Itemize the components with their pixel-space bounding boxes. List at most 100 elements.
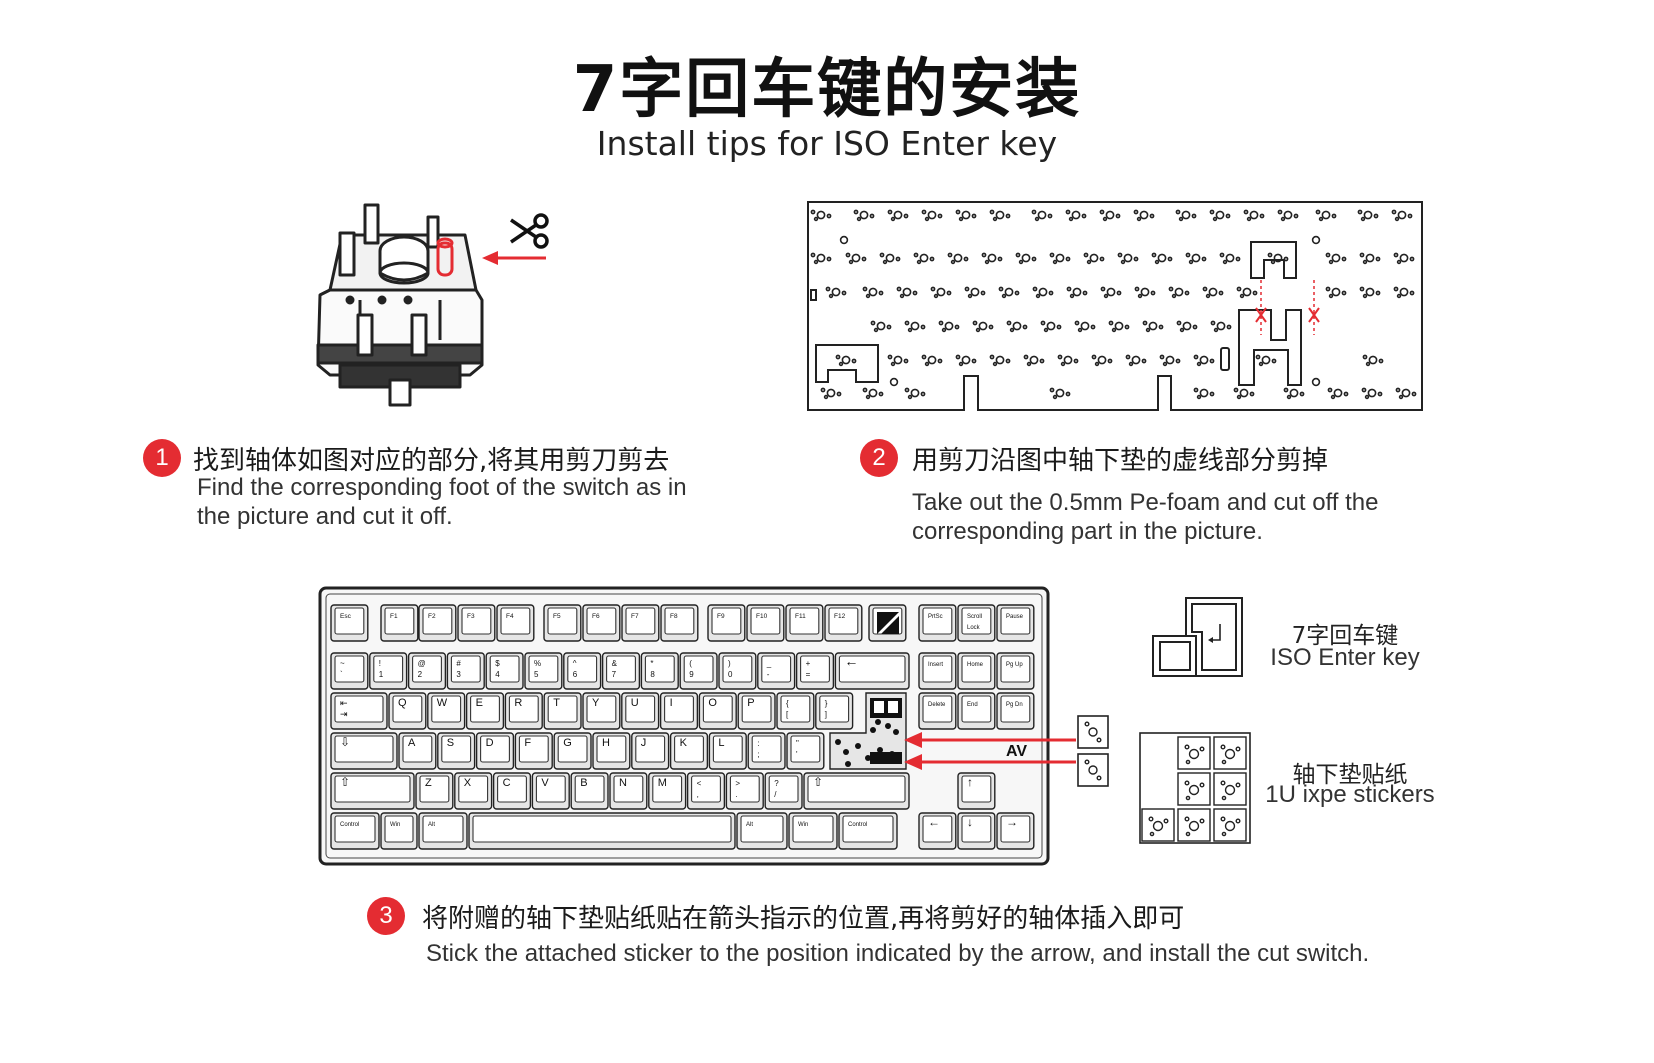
foam-switch-hole [1065,209,1087,222]
key-label: F5 [553,613,561,620]
key-f8: F8 [660,604,699,642]
switch-illustration [316,203,484,407]
foam-switch-hole [981,252,1003,265]
scissors-icon [510,213,549,249]
key-punct: :; [747,732,786,770]
key-label: 5 [534,670,539,679]
key-u: U [621,692,660,730]
key-label: ` [340,670,343,679]
key-label: ⇧ [340,775,350,789]
foam-switch-hole [921,209,943,222]
key-1: !1 [369,652,408,690]
foam-switch-hole [1125,354,1147,367]
foam-switch-hole [1091,354,1113,367]
foam-switch-hole [1327,387,1349,400]
key-label: " [796,739,799,748]
key-punct: "' [786,732,825,770]
sticker-cell [1177,736,1211,770]
key-label: { [786,699,789,708]
key-arrow-up: ↑ [957,772,996,810]
arrow-left-icon [482,251,546,265]
foam-switch-hole [1133,209,1155,222]
key-label: Pg Up [1006,662,1023,668]
foam-switch-hole [1255,354,1277,367]
key-label: < [697,779,702,788]
key-label: U [631,697,639,709]
foam-switch-hole [862,286,884,299]
key-label: G [563,737,572,749]
key-label: Win [798,822,808,828]
key-right-win: Win [788,812,838,850]
key-label: , [697,790,699,799]
foam-switch-hole [810,252,832,265]
key-c: C [492,772,532,810]
key-label: + [806,659,811,668]
key-right-alt: Alt [736,812,788,850]
key-pg-up: Pg Up [996,652,1035,690]
key-label: → [1006,815,1018,829]
key-label: ( [689,659,692,668]
key-label: F1 [390,613,398,620]
foam-switch-hole [904,320,926,333]
foam-switch-hole [845,252,867,265]
foam-switch-hole [1393,286,1415,299]
sticker-cell [1177,808,1211,842]
key-label: [ [786,710,789,719]
key-label: L [718,737,724,749]
key-bracket: }] [815,692,854,730]
foam-switch-hole [820,387,842,400]
key-punct: >. [725,772,764,810]
key-label: PrtSc [928,614,943,620]
foam-switch-hole [1159,354,1181,367]
key-space [468,812,736,850]
key-f6: F6 [582,604,621,642]
key-8: *8 [640,652,679,690]
foam-switch-hole [1015,252,1037,265]
key-f7: F7 [621,604,660,642]
step-1-title: 找到轴体如图对应的部分,将其用剪刀剪去 [193,446,670,476]
key-label: ↓ [967,815,973,829]
foam-switch-hole [955,354,977,367]
step-1-desc-line2: the picture and cut it off. [197,503,453,530]
key-f3: F3 [457,604,496,642]
foam-switch-hole [1359,286,1381,299]
foam-switch-hole [1361,387,1383,400]
foam-switch-hole [1151,252,1173,265]
foam-switch-hole [887,209,909,222]
key-label: Z [425,777,432,789]
key-5: %5 [524,652,563,690]
foam-switch-hole [1357,209,1379,222]
key-`: ~` [330,652,369,690]
key-f4: F4 [496,604,535,642]
key-label: 7 [612,670,617,679]
key-label: 2 [418,670,423,679]
key-6: ^6 [563,652,602,690]
key-label: ↑ [967,775,973,789]
key-label: F7 [631,613,639,620]
key-home: Home [957,652,996,690]
key-r: R [504,692,543,730]
key-label: Pause [1006,614,1024,620]
foam-switch-hole [835,354,857,367]
key-label: Insert [928,662,943,668]
key-label: ⇤ [340,698,348,708]
sticker-cell [1213,808,1247,842]
key-label: J [641,737,647,749]
key-label: & [612,659,618,668]
key-end: End [957,692,996,730]
key-y: Y [582,692,621,730]
key-label: * [650,659,653,668]
key-f9: F9 [707,604,746,642]
key-j: J [631,732,670,770]
sticker-cell [1213,736,1247,770]
key-f5: F5 [543,604,582,642]
key-t: T [543,692,582,730]
key-backspace: ← [834,652,910,690]
key-label: 3 [456,670,461,679]
foam-switch-hole [1219,252,1241,265]
foam-switch-hole [870,320,892,333]
key-=: += [795,652,835,690]
key-label: F6 [592,613,600,620]
key-label: Esc [340,613,352,620]
foam-switch-hole [1395,387,1417,400]
